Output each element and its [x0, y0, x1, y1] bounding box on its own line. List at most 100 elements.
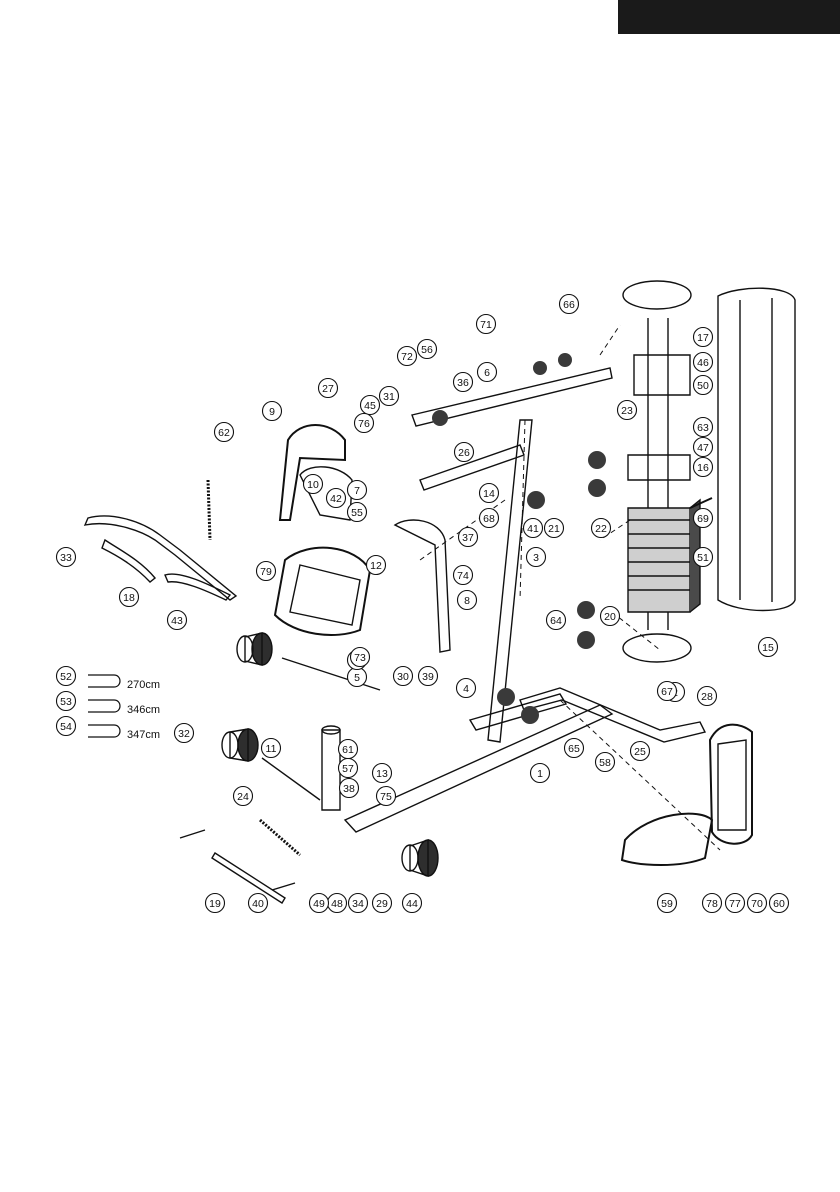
- callout-label: 10: [307, 479, 319, 491]
- callout-label: 74: [457, 570, 469, 582]
- callout-69: 69: [694, 509, 713, 528]
- callout-62: 62: [215, 423, 234, 442]
- callout-label: 9: [269, 406, 275, 418]
- callout-66: 66: [560, 295, 579, 314]
- callout-45: 45: [361, 396, 380, 415]
- callout-64: 64: [547, 611, 566, 630]
- callout-12: 12: [367, 556, 386, 575]
- roller-shaft-lower: [262, 758, 320, 800]
- lat-bar-end: [165, 574, 230, 600]
- callout-4: 4: [457, 679, 476, 698]
- callout-58: 58: [596, 753, 615, 772]
- callout-label: 58: [599, 757, 611, 769]
- callout-38: 38: [340, 779, 359, 798]
- callout-label: 32: [178, 728, 190, 740]
- callout-label: 60: [773, 898, 785, 910]
- callout-25: 25: [631, 742, 650, 761]
- callout-label: 62: [218, 427, 230, 439]
- callout-label: 56: [421, 344, 433, 356]
- callout-label: 76: [358, 418, 370, 430]
- callout-label: 34: [352, 898, 364, 910]
- press-arm-handle: [395, 520, 450, 652]
- callout-24: 24: [234, 787, 253, 806]
- callout-56: 56: [418, 340, 437, 359]
- callout-label: 22: [595, 523, 607, 535]
- callout-73: 73: [351, 648, 370, 667]
- callout-43: 43: [168, 611, 187, 630]
- cable-length-label: 270cm: [127, 679, 160, 691]
- callout-48: 48: [328, 894, 347, 913]
- callout-42: 42: [327, 489, 346, 508]
- callout-label: 4: [463, 683, 469, 695]
- callout-label: 17: [697, 332, 709, 344]
- callout-label: 21: [548, 523, 560, 535]
- callout-39: 39: [419, 667, 438, 686]
- callout-label: 39: [422, 671, 434, 683]
- spring-upper: [208, 480, 210, 540]
- callout-label: 47: [697, 442, 709, 454]
- callout-label: 1: [537, 768, 543, 780]
- callout-41: 41: [524, 519, 543, 538]
- callout-label: 46: [697, 357, 709, 369]
- callout-75: 75: [377, 787, 396, 806]
- callout-label: 8: [464, 595, 470, 607]
- callout-26: 26: [455, 443, 474, 462]
- callout-10: 10: [304, 475, 323, 494]
- callout-label: 26: [458, 447, 470, 459]
- callout-label: 19: [209, 898, 221, 910]
- callout-label: 13: [376, 768, 388, 780]
- callout-label: 14: [483, 488, 495, 500]
- callout-label: 45: [364, 400, 376, 412]
- callout-label: 7: [354, 485, 360, 497]
- callout-23: 23: [618, 401, 637, 420]
- foam-roller-upper: [237, 633, 272, 665]
- callout-label: 70: [751, 898, 763, 910]
- callout-3: 3: [527, 548, 546, 567]
- callout-46: 46: [694, 353, 713, 372]
- callout-label: 64: [550, 615, 562, 627]
- callout-37: 37: [459, 528, 478, 547]
- callout-5: 5: [348, 668, 367, 687]
- callout-77: 77: [726, 894, 745, 913]
- callout-label: 28: [701, 691, 713, 703]
- callout-label: 16: [697, 462, 709, 474]
- callout-70: 70: [748, 894, 767, 913]
- callout-20: 20: [601, 607, 620, 626]
- callout-label: 73: [354, 652, 366, 664]
- callout-label: 3: [533, 552, 539, 564]
- callout-21: 21: [545, 519, 564, 538]
- callout-label: 49: [313, 898, 325, 910]
- callout-label: 15: [762, 642, 774, 654]
- callout-label: 30: [397, 671, 409, 683]
- foam-roller-lower: [222, 729, 258, 761]
- callout-65: 65: [565, 739, 584, 758]
- callout-71: 71: [477, 315, 496, 334]
- callout-label: 51: [697, 552, 709, 564]
- cable-length-label: 346cm: [127, 704, 160, 716]
- callout-55: 55: [348, 503, 367, 522]
- callout-22: 22: [592, 519, 611, 538]
- weight-plate-top: [628, 455, 690, 480]
- callout-79: 79: [257, 562, 276, 581]
- callout-label: 63: [697, 422, 709, 434]
- callout-label: 59: [661, 898, 673, 910]
- callout-36: 36: [454, 373, 473, 392]
- callout-44: 44: [403, 894, 422, 913]
- callout-14: 14: [480, 484, 499, 503]
- callout-28: 28: [698, 687, 717, 706]
- callout-74: 74: [454, 566, 473, 585]
- callout-label: 65: [568, 743, 580, 755]
- callout-label: 37: [462, 532, 474, 544]
- callout-label: 38: [343, 783, 355, 795]
- callout-33: 33: [57, 548, 76, 567]
- callout-label: 27: [322, 383, 334, 395]
- top-weight: [634, 355, 690, 395]
- callout-label: 75: [380, 791, 392, 803]
- weight-stack: [628, 500, 700, 612]
- callout-57: 57: [339, 759, 358, 778]
- callout-72: 72: [398, 347, 417, 366]
- callout-18: 18: [120, 588, 139, 607]
- cable-54-icon: [88, 725, 120, 737]
- callout-label: 44: [406, 898, 418, 910]
